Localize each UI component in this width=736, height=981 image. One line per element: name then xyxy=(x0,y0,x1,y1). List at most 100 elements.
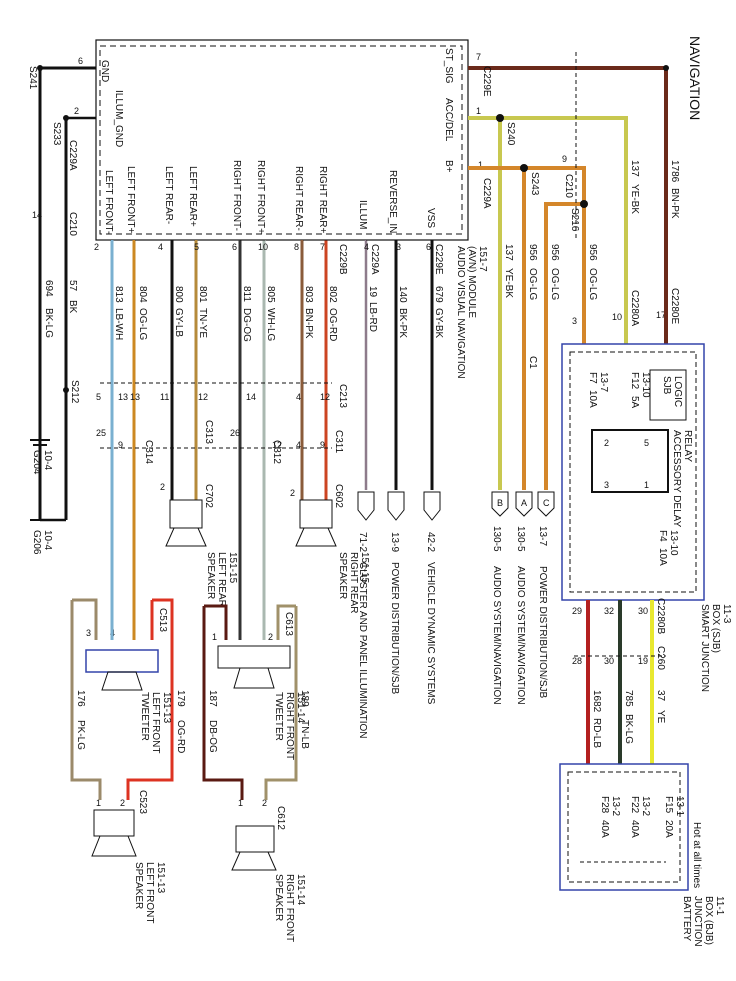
speaker-left-rear-icon xyxy=(169,499,203,529)
svg-text:13-9: 13-9 xyxy=(389,532,400,552)
sjb-logic-label: SJB LOGIC xyxy=(661,376,683,407)
svg-text:BN-PK: BN-PK xyxy=(303,308,314,339)
wire-189-tn-lb xyxy=(264,606,298,800)
svg-text:10-4: 10-4 xyxy=(42,530,53,550)
svg-text:C229A: C229A xyxy=(67,140,78,171)
svg-text:G204: G204 xyxy=(31,450,42,475)
svg-text:804: 804 xyxy=(137,286,148,303)
svg-text:42-2: 42-2 xyxy=(425,532,436,552)
svg-text:C602: C602 xyxy=(333,484,344,508)
svg-text:6: 6 xyxy=(232,242,237,252)
connector-c229a: C229A xyxy=(67,140,78,171)
svg-text:13-1: 13-1 xyxy=(674,796,685,816)
splice-s216: S216 xyxy=(569,208,580,232)
svg-text:1: 1 xyxy=(212,632,217,642)
connector-c260: C260 xyxy=(655,646,666,670)
svg-text:LOGIC: LOGIC xyxy=(672,376,683,407)
svg-text:785: 785 xyxy=(623,690,634,707)
svg-text:C210: C210 xyxy=(67,212,78,236)
speaker-cone xyxy=(165,527,207,547)
splice-s212: S212 xyxy=(69,380,80,404)
svg-text:2: 2 xyxy=(262,798,267,808)
svg-text:C1: C1 xyxy=(527,356,538,369)
connector-c2280e: C2280E xyxy=(669,288,680,324)
svg-text:1: 1 xyxy=(644,480,649,490)
module-pin-right-front-neg: RIGHT FRONT- xyxy=(231,160,242,231)
connector-c229e: C229E xyxy=(481,66,492,97)
svg-text:BATTERY: BATTERY xyxy=(681,896,692,942)
svg-text:TWEETER: TWEETER xyxy=(273,692,284,741)
svg-text:5: 5 xyxy=(194,242,199,252)
wire-176-upper xyxy=(72,598,98,640)
splice-s243: S243 xyxy=(529,172,540,196)
signal-terminal xyxy=(357,491,375,521)
connector-c2280a: C2280A xyxy=(629,290,640,326)
svg-text:13-7: 13-7 xyxy=(537,526,548,546)
svg-text:151-13: 151-13 xyxy=(161,692,172,724)
module-pin-right-rear-pos: RIGHT REAR+ xyxy=(317,166,328,233)
svg-text:6: 6 xyxy=(426,242,431,252)
splice-s240: S240 xyxy=(505,122,516,146)
svg-text:C513: C513 xyxy=(157,608,168,632)
svg-text:1786: 1786 xyxy=(669,160,680,183)
wire-label-57: 57 xyxy=(67,280,78,292)
svg-text:679: 679 xyxy=(433,286,444,303)
splice-dot xyxy=(496,114,504,122)
bjb-hot-note: Hot at all times xyxy=(691,822,702,888)
svg-text:130-5: 130-5 xyxy=(491,526,502,552)
svg-text:REVERSE_IN: REVERSE_IN xyxy=(387,170,398,233)
connector-c213: C213 xyxy=(337,384,348,408)
svg-text:13-2: 13-2 xyxy=(640,796,651,816)
svg-text:ACC/DEL: ACC/DEL xyxy=(443,98,454,142)
svg-text:PK-LG: PK-LG xyxy=(75,720,86,750)
svg-text:OG-RD: OG-RD xyxy=(327,308,338,341)
relay-box xyxy=(591,429,669,493)
sjb-logic-box xyxy=(649,369,687,421)
module-pin-left-rear-neg: LEFT REAR- xyxy=(163,166,174,224)
svg-text:S212: S212 xyxy=(69,380,80,404)
svg-text:C210: C210 xyxy=(563,174,574,198)
svg-text:LEFT REAR+: LEFT REAR+ xyxy=(187,166,198,227)
arrow-c xyxy=(537,491,555,517)
svg-text:ACCESSORY DELAY: ACCESSORY DELAY xyxy=(671,430,682,528)
svg-text:OG-LG: OG-LG xyxy=(527,268,538,300)
speaker-left-front-label: SPEAKER LEFT FRONT 151-13 xyxy=(133,862,166,923)
svg-text:13: 13 xyxy=(130,392,140,402)
svg-text:130-5: 130-5 xyxy=(515,526,526,552)
svg-text:YE-BK: YE-BK xyxy=(503,268,514,298)
svg-text:BOX (BJB): BOX (BJB) xyxy=(703,896,714,945)
svg-text:C612: C612 xyxy=(275,806,286,830)
svg-text:LB-WH: LB-WH xyxy=(113,308,124,340)
svg-text:4: 4 xyxy=(296,392,301,402)
svg-text:BK-LG: BK-LG xyxy=(43,308,54,338)
svg-text:956: 956 xyxy=(549,244,560,261)
svg-text:C2280E: C2280E xyxy=(669,288,680,324)
svg-text:28: 28 xyxy=(572,656,582,666)
svg-text:12: 12 xyxy=(198,392,208,402)
svg-text:151-15: 151-15 xyxy=(227,552,238,584)
svg-text:BK: BK xyxy=(67,300,78,314)
svg-text:S241: S241 xyxy=(27,66,38,90)
svg-text:3: 3 xyxy=(396,242,401,252)
svg-text:10A: 10A xyxy=(587,390,598,408)
svg-text:YE: YE xyxy=(655,710,666,724)
svg-text:57: 57 xyxy=(67,280,78,292)
svg-text:10: 10 xyxy=(612,312,622,322)
svg-text:C229A: C229A xyxy=(369,244,380,275)
connector-c229e-2: C229E xyxy=(433,244,444,275)
svg-text:RIGHT FRONT+: RIGHT FRONT+ xyxy=(255,160,266,234)
wire-187-db-og xyxy=(202,606,244,800)
connector-c212: C1 xyxy=(527,356,538,369)
svg-text:8: 8 xyxy=(294,242,299,252)
